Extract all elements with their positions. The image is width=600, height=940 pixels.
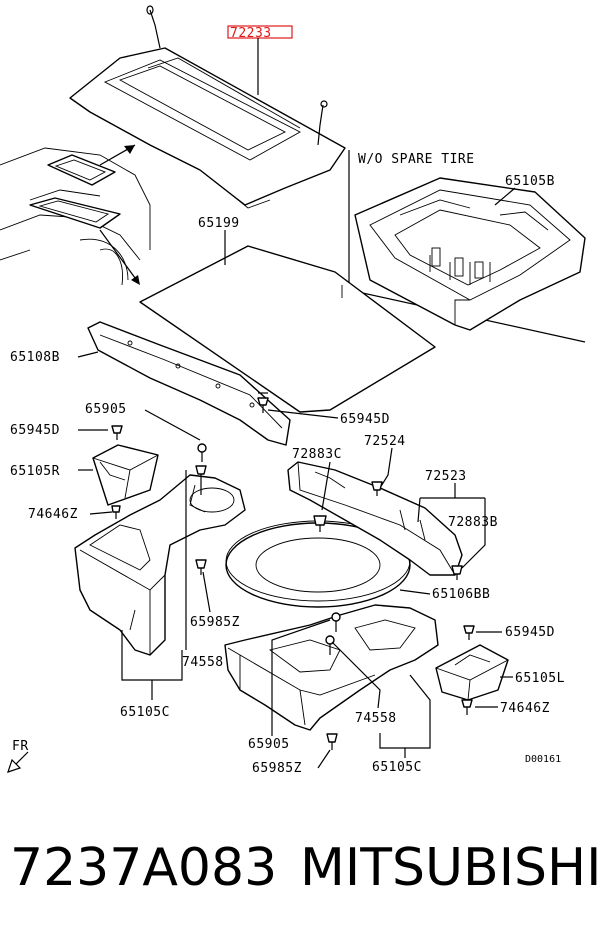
label-65199[interactable]: 65199 bbox=[198, 216, 240, 231]
label-wo-spare-tire: W/O SPARE TIRE bbox=[358, 152, 475, 167]
label-65108b[interactable]: 65108B bbox=[10, 350, 60, 365]
label-65105r[interactable]: 65105R bbox=[10, 464, 60, 479]
cover-strap-left bbox=[146, 5, 161, 49]
storage-box-c-left-part[interactable] bbox=[74, 474, 246, 656]
clip-65985z-mid[interactable] bbox=[195, 559, 207, 575]
highlight-box bbox=[227, 25, 293, 39]
storage-box-b-part[interactable] bbox=[354, 177, 586, 331]
arrow-up-right bbox=[99, 144, 136, 166]
part-number: 7237A083 bbox=[10, 838, 278, 898]
floor-mat-part[interactable] bbox=[139, 245, 436, 413]
diagram-code: D00161 bbox=[525, 754, 561, 765]
label-74558-left[interactable]: 74558 bbox=[182, 655, 224, 670]
clip-74646z-left[interactable] bbox=[111, 505, 121, 519]
arrow-down-right bbox=[99, 229, 140, 285]
vehicle-rear-sketch bbox=[0, 147, 151, 286]
label-72883c[interactable]: 72883C bbox=[292, 447, 342, 462]
label-72883b[interactable]: 72883B bbox=[448, 515, 498, 530]
tray-cover-part[interactable] bbox=[69, 47, 346, 209]
bracket-72523-part[interactable] bbox=[287, 461, 463, 576]
trim-panel-part[interactable] bbox=[87, 321, 291, 446]
storage-box-l-part[interactable] bbox=[435, 644, 509, 701]
label-65985z-bottom[interactable]: 65985Z bbox=[252, 761, 302, 776]
cover-strap-right bbox=[317, 100, 328, 146]
clip-65945d-right[interactable] bbox=[463, 625, 475, 640]
hook-74558-left[interactable] bbox=[195, 465, 207, 495]
clip-72883b[interactable] bbox=[451, 565, 463, 580]
label-72524[interactable]: 72524 bbox=[364, 434, 406, 449]
storage-box-c-right-part[interactable] bbox=[224, 604, 439, 731]
label-74646z-right[interactable]: 74646Z bbox=[500, 701, 550, 716]
label-65106bb[interactable]: 65106BB bbox=[432, 587, 490, 602]
label-65105c-right[interactable]: 65105C bbox=[372, 760, 422, 775]
label-65945d-top[interactable]: 65945D bbox=[340, 412, 390, 427]
label-72523[interactable]: 72523 bbox=[425, 469, 467, 484]
label-65905-bottom[interactable]: 65905 bbox=[248, 737, 290, 752]
clip-65945d-top[interactable] bbox=[257, 392, 269, 413]
screw-65905-top[interactable] bbox=[197, 443, 207, 462]
label-65105l[interactable]: 65105L bbox=[515, 671, 565, 686]
screw-65905-bottom[interactable] bbox=[331, 612, 341, 632]
label-65905-top[interactable]: 65905 bbox=[85, 402, 127, 417]
front-arrow-icon bbox=[7, 751, 29, 773]
label-65105b[interactable]: 65105B bbox=[505, 174, 555, 189]
label-65985z-mid[interactable]: 65985Z bbox=[190, 615, 240, 630]
storage-box-r-part[interactable] bbox=[92, 444, 159, 506]
label-65945d-left[interactable]: 65945D bbox=[10, 423, 60, 438]
label-65105c-left[interactable]: 65105C bbox=[120, 705, 170, 720]
spare-tire-cover-part[interactable] bbox=[225, 520, 411, 608]
label-72233[interactable]: 72233 bbox=[230, 26, 272, 41]
clip-74646z-right[interactable] bbox=[461, 699, 473, 715]
label-74646z-left[interactable]: 74646Z bbox=[28, 507, 78, 522]
clip-65945d-left[interactable] bbox=[111, 425, 123, 440]
label-65945d-right[interactable]: 65945D bbox=[505, 625, 555, 640]
label-fr: FR bbox=[12, 739, 29, 754]
clip-72524[interactable] bbox=[371, 481, 383, 496]
clip-65985z-bottom[interactable] bbox=[326, 733, 338, 750]
brand-name: MITSUBISHI bbox=[300, 838, 600, 898]
label-74558-right[interactable]: 74558 bbox=[355, 711, 397, 726]
clip-72883c[interactable] bbox=[313, 515, 327, 532]
